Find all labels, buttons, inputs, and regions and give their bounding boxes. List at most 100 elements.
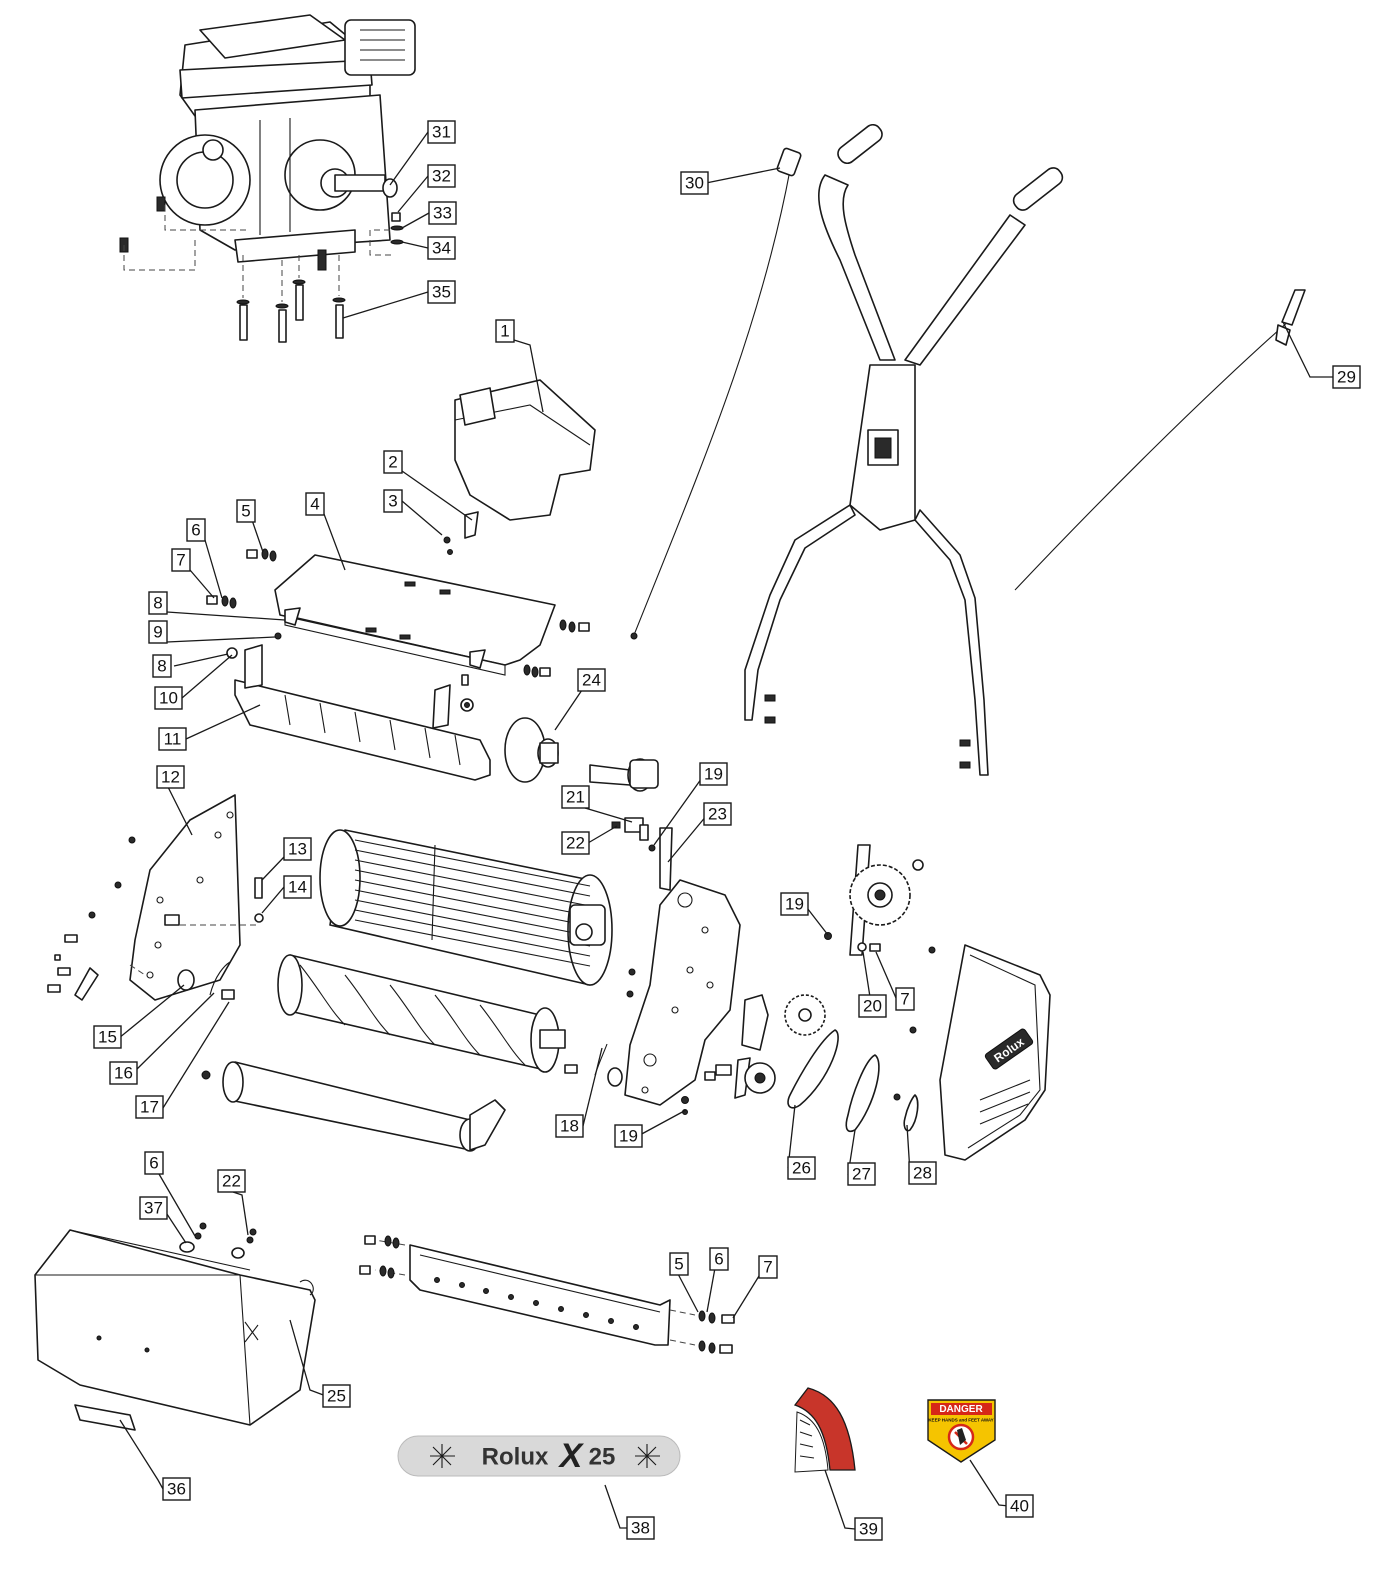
callout-3: 3 xyxy=(383,489,403,513)
box-fasteners xyxy=(179,1222,257,1259)
callout-22a: 22 xyxy=(561,831,590,855)
leader-lines xyxy=(118,131,1335,1530)
svg-text:7: 7 xyxy=(900,990,909,1009)
grass-box xyxy=(34,1229,316,1426)
callout-15: 15 xyxy=(93,1025,122,1049)
callout-32: 32 xyxy=(427,164,456,188)
chain-cover: Rolux xyxy=(939,944,1051,1161)
svg-text:30: 30 xyxy=(685,174,704,193)
badge-model-letter: X xyxy=(558,1437,585,1475)
callout-18: 18 xyxy=(555,1114,584,1138)
callout-1: 1 xyxy=(495,319,515,343)
svg-text:8: 8 xyxy=(153,594,162,613)
svg-text:28: 28 xyxy=(913,1164,932,1183)
callout-24: 24 xyxy=(577,668,606,692)
svg-text:10: 10 xyxy=(159,689,178,708)
callout-19b: 19 xyxy=(780,892,809,916)
cutting-reel xyxy=(277,954,566,1073)
svg-text:12: 12 xyxy=(161,768,180,787)
handle-assembly xyxy=(744,123,1064,776)
chain-28 xyxy=(893,1026,919,1132)
svg-text:40: 40 xyxy=(1010,1497,1029,1516)
svg-text:11: 11 xyxy=(164,730,182,749)
svg-text:20: 20 xyxy=(863,997,882,1016)
callout-20: 20 xyxy=(858,994,887,1018)
rear-bracket-bar xyxy=(359,1235,735,1354)
svg-text:2: 2 xyxy=(388,453,397,472)
callout-19c: 19 xyxy=(614,1124,643,1148)
pulley-24 xyxy=(504,717,559,783)
callout-4: 4 xyxy=(305,492,325,516)
callout-33: 33 xyxy=(428,201,457,225)
callout-5b: 5 xyxy=(669,1252,689,1276)
svg-text:33: 33 xyxy=(433,204,452,223)
badge-brand: Rolux xyxy=(482,1444,549,1471)
svg-text:7: 7 xyxy=(176,551,185,570)
svg-text:1: 1 xyxy=(500,322,509,341)
engine xyxy=(159,14,416,263)
svg-text:6: 6 xyxy=(149,1154,158,1173)
front-roller xyxy=(319,829,613,986)
badge-model-number: 25 xyxy=(589,1444,616,1471)
callout-23: 23 xyxy=(703,802,732,826)
callout-25: 25 xyxy=(322,1384,351,1408)
clutch-cable xyxy=(1014,289,1306,591)
callout-34: 34 xyxy=(427,236,456,260)
svg-text:38: 38 xyxy=(631,1519,650,1538)
callout-7c: 7 xyxy=(758,1255,778,1279)
rear-roller xyxy=(201,1061,506,1152)
svg-text:17: 17 xyxy=(140,1098,159,1117)
callout-19a: 19 xyxy=(699,762,728,786)
svg-text:6: 6 xyxy=(714,1250,723,1269)
svg-text:24: 24 xyxy=(582,671,601,690)
chain-26 xyxy=(787,1029,839,1109)
engine-mount-hardware xyxy=(119,178,404,343)
svg-text:18: 18 xyxy=(560,1117,579,1136)
callout-35: 35 xyxy=(427,280,456,304)
handle-36 xyxy=(74,1404,136,1431)
danger-label-decal: DANGER KEEP HANDS and FEET AWAY xyxy=(927,1399,996,1463)
svg-text:4: 4 xyxy=(310,495,319,514)
callout-27: 27 xyxy=(847,1162,876,1186)
clip-21 xyxy=(611,817,656,852)
svg-text:22: 22 xyxy=(566,834,585,853)
callout-9: 9 xyxy=(148,620,168,644)
callout-2: 2 xyxy=(383,450,403,474)
chain-27 xyxy=(845,1054,880,1133)
callout-39: 39 xyxy=(854,1517,883,1541)
callout-26: 26 xyxy=(787,1156,816,1180)
callout-17: 17 xyxy=(135,1095,164,1119)
callout-5: 5 xyxy=(236,499,256,523)
idler-assembly xyxy=(704,994,776,1099)
small-bracket-2 xyxy=(443,511,479,555)
callout-28: 28 xyxy=(908,1161,937,1185)
svg-text:8: 8 xyxy=(157,657,166,676)
svg-text:14: 14 xyxy=(288,878,307,897)
svg-text:27: 27 xyxy=(852,1165,871,1184)
danger-subtitle: KEEP HANDS and FEET AWAY xyxy=(928,1418,993,1423)
svg-text:21: 21 xyxy=(566,788,585,807)
svg-text:37: 37 xyxy=(144,1199,163,1218)
svg-text:36: 36 xyxy=(167,1480,186,1499)
svg-text:25: 25 xyxy=(327,1387,346,1406)
svg-text:35: 35 xyxy=(432,283,451,302)
svg-text:9: 9 xyxy=(153,623,162,642)
callout-6c: 6 xyxy=(709,1247,729,1271)
svg-text:32: 32 xyxy=(432,167,451,186)
side-plate-left xyxy=(129,794,258,1001)
side-plate-left-fasteners xyxy=(47,836,264,1001)
svg-text:5: 5 xyxy=(674,1255,683,1274)
svg-text:23: 23 xyxy=(708,805,727,824)
callout-11: 11 xyxy=(158,727,187,751)
svg-text:31: 31 xyxy=(432,123,451,142)
cutting-height-decal xyxy=(793,1387,856,1473)
callout-36: 36 xyxy=(162,1477,191,1501)
svg-text:15: 15 xyxy=(98,1028,117,1047)
callout-38: 38 xyxy=(626,1516,655,1540)
callout-6: 6 xyxy=(186,518,206,542)
callout-13: 13 xyxy=(283,837,312,861)
svg-text:19: 19 xyxy=(619,1127,638,1146)
svg-text:3: 3 xyxy=(388,492,397,511)
callout-30: 30 xyxy=(680,171,709,195)
